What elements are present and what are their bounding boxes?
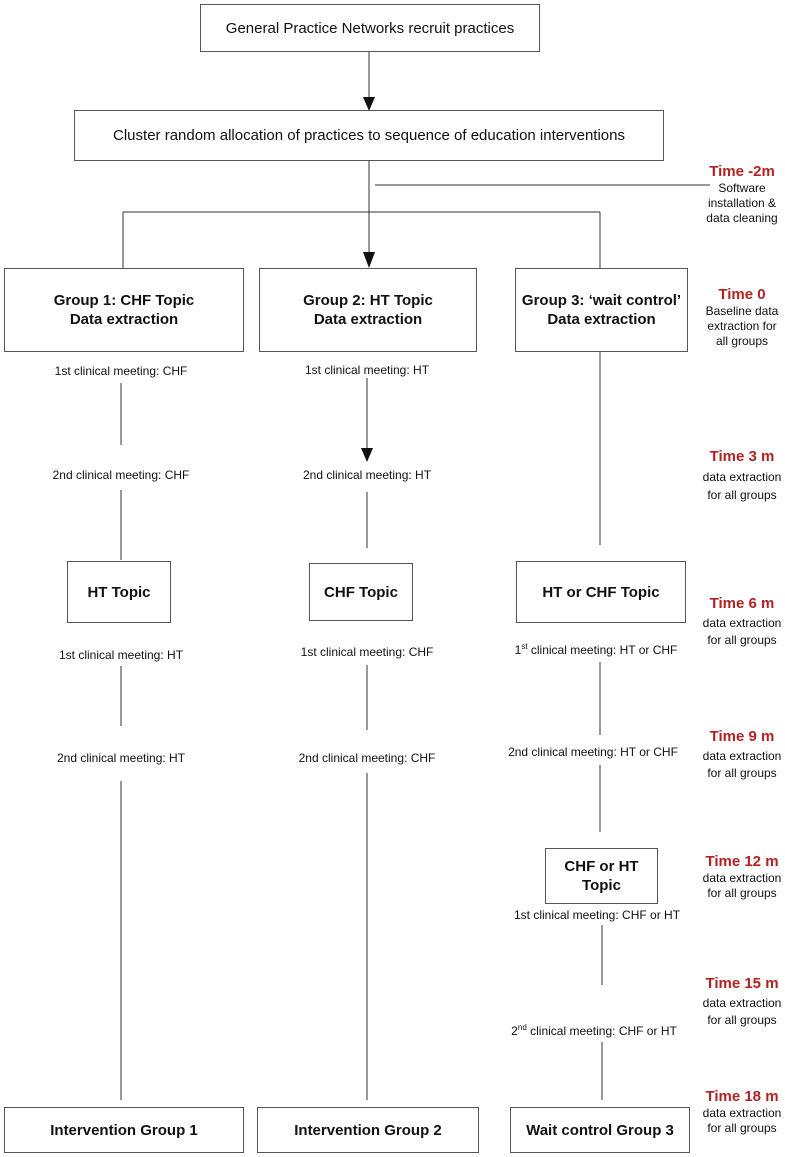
g2-meeting-4: 2nd clinical meeting: CHF	[298, 751, 436, 765]
g3-topic1-box: HT or CHF Topic	[516, 561, 686, 623]
time-3m: Time 3 m data extraction for all groups	[700, 448, 785, 503]
g3-topic2-box: CHF or HT Topic	[545, 848, 658, 904]
time-12m: Time 12 m data extraction for all groups	[700, 853, 785, 901]
time-desc: Software	[718, 181, 766, 195]
g1-topic2-label: HT Topic	[87, 583, 151, 601]
g3-meeting-4-text: clinical meeting: CHF or HT	[526, 1024, 677, 1038]
time-desc: extraction for	[707, 319, 777, 333]
g1-meeting-3: 1st clinical meeting: HT	[58, 648, 184, 662]
time-desc: data extraction	[702, 470, 782, 484]
group3-title: Group 3: ‘wait control’	[521, 292, 682, 309]
g1-topic2-box: HT Topic	[67, 561, 171, 623]
final-group2-box: Intervention Group 2	[257, 1107, 479, 1153]
g3-meeting-1-sup: st	[521, 642, 528, 651]
allocation-label: Cluster random allocation of practices t…	[113, 127, 625, 144]
g3-meeting-4: 2nd clinical meeting: CHF or HT	[511, 1023, 677, 1038]
time-6m: Time 6 m data extraction for all groups	[700, 595, 785, 648]
time-minus-2m: Time -2m Software installation & data cl…	[700, 163, 785, 226]
final-group3-label: Wait control Group 3	[526, 1121, 674, 1139]
g2-topic2-label: CHF Topic	[324, 583, 398, 601]
group3-subtitle: Data extraction	[547, 311, 656, 328]
time-desc: Baseline data	[705, 304, 779, 318]
recruit-practices-label: General Practice Networks recruit practi…	[225, 19, 515, 37]
g3-meeting-1: 1st clinical meeting: HT or CHF	[515, 642, 678, 657]
time-label: Time 18 m	[705, 1088, 779, 1105]
g3-meeting-4-num: 2	[511, 1024, 518, 1038]
time-label: Time 9 m	[709, 728, 775, 745]
group1-title: Group 1: CHF Topic	[53, 292, 195, 309]
time-desc: data cleaning	[706, 211, 778, 225]
g3-meeting-1-num: 1	[514, 643, 522, 657]
allocation-box: Cluster random allocation of practices t…	[74, 110, 664, 161]
time-18m: Time 18 m data extraction for all groups	[700, 1088, 785, 1136]
time-desc: for all groups	[707, 633, 777, 647]
group3-box: Group 3: ‘wait control’ Data extraction	[515, 268, 688, 352]
group1-subtitle: Data extraction	[69, 311, 179, 328]
time-desc: data extraction	[702, 1106, 782, 1120]
time-desc: for all groups	[707, 886, 777, 900]
time-desc: for all groups	[707, 1013, 777, 1027]
time-desc: for all groups	[707, 1121, 777, 1135]
g2-topic2-box: CHF Topic	[309, 563, 413, 621]
time-desc: for all groups	[707, 766, 777, 780]
time-desc: data extraction	[702, 996, 782, 1010]
g3-meeting-2: 2nd clinical meeting: HT or CHF	[508, 745, 678, 759]
recruit-practices-box: General Practice Networks recruit practi…	[200, 4, 540, 52]
arrowhead-allocation	[363, 252, 375, 268]
g1-meeting-2: 2nd clinical meeting: CHF	[52, 468, 190, 482]
g3-meeting-1-text: clinical meeting: HT or CHF	[527, 643, 678, 657]
arrowhead-recruit	[363, 97, 375, 111]
time-9m: Time 9 m data extraction for all groups	[700, 728, 785, 781]
g2-meeting-2: 2nd clinical meeting: HT	[302, 468, 432, 482]
time-label: Time 15 m	[705, 975, 779, 992]
time-desc: installation &	[707, 196, 777, 210]
group2-subtitle: Data extraction	[313, 311, 423, 328]
g2-meeting-3: 1st clinical meeting: CHF	[300, 645, 434, 659]
time-desc: all groups	[715, 334, 769, 348]
time-label: Time 12 m	[705, 853, 779, 870]
final-group1-label: Intervention Group 1	[50, 1121, 198, 1139]
g3-topic1-label: HT or CHF Topic	[542, 583, 660, 601]
group1-box: Group 1: CHF Topic Data extraction	[4, 268, 244, 352]
final-group3-box: Wait control Group 3	[510, 1107, 690, 1153]
g3-topic2-line1: CHF or HT	[564, 858, 639, 875]
group2-box: Group 2: HT Topic Data extraction	[259, 268, 477, 352]
time-label: Time 3 m	[709, 448, 775, 465]
final-group1-box: Intervention Group 1	[4, 1107, 244, 1153]
time-label: Time 0	[718, 286, 766, 303]
time-desc: data extraction	[702, 616, 782, 630]
g1-meeting-1: 1st clinical meeting: CHF	[54, 364, 188, 378]
g3-meeting-3: 1st clinical meeting: CHF or HT	[513, 908, 681, 922]
g1-meeting-4: 2nd clinical meeting: HT	[56, 751, 186, 765]
g3-topic2-line2: Topic	[582, 877, 621, 894]
group2-title: Group 2: HT Topic	[303, 292, 433, 309]
g3-meeting-4-sup: nd	[517, 1023, 527, 1032]
time-desc: for all groups	[707, 488, 777, 502]
arrowhead-g2	[361, 448, 373, 462]
time-15m: Time 15 m data extraction for all groups	[700, 975, 785, 1028]
final-group2-label: Intervention Group 2	[294, 1121, 442, 1139]
time-0: Time 0 Baseline data extraction for all …	[700, 286, 785, 349]
time-label: Time -2m	[709, 163, 775, 180]
time-label: Time 6 m	[709, 595, 775, 612]
time-desc: data extraction	[702, 871, 782, 885]
g2-meeting-1: 1st clinical meeting: HT	[304, 363, 430, 377]
time-desc: data extraction	[702, 749, 782, 763]
